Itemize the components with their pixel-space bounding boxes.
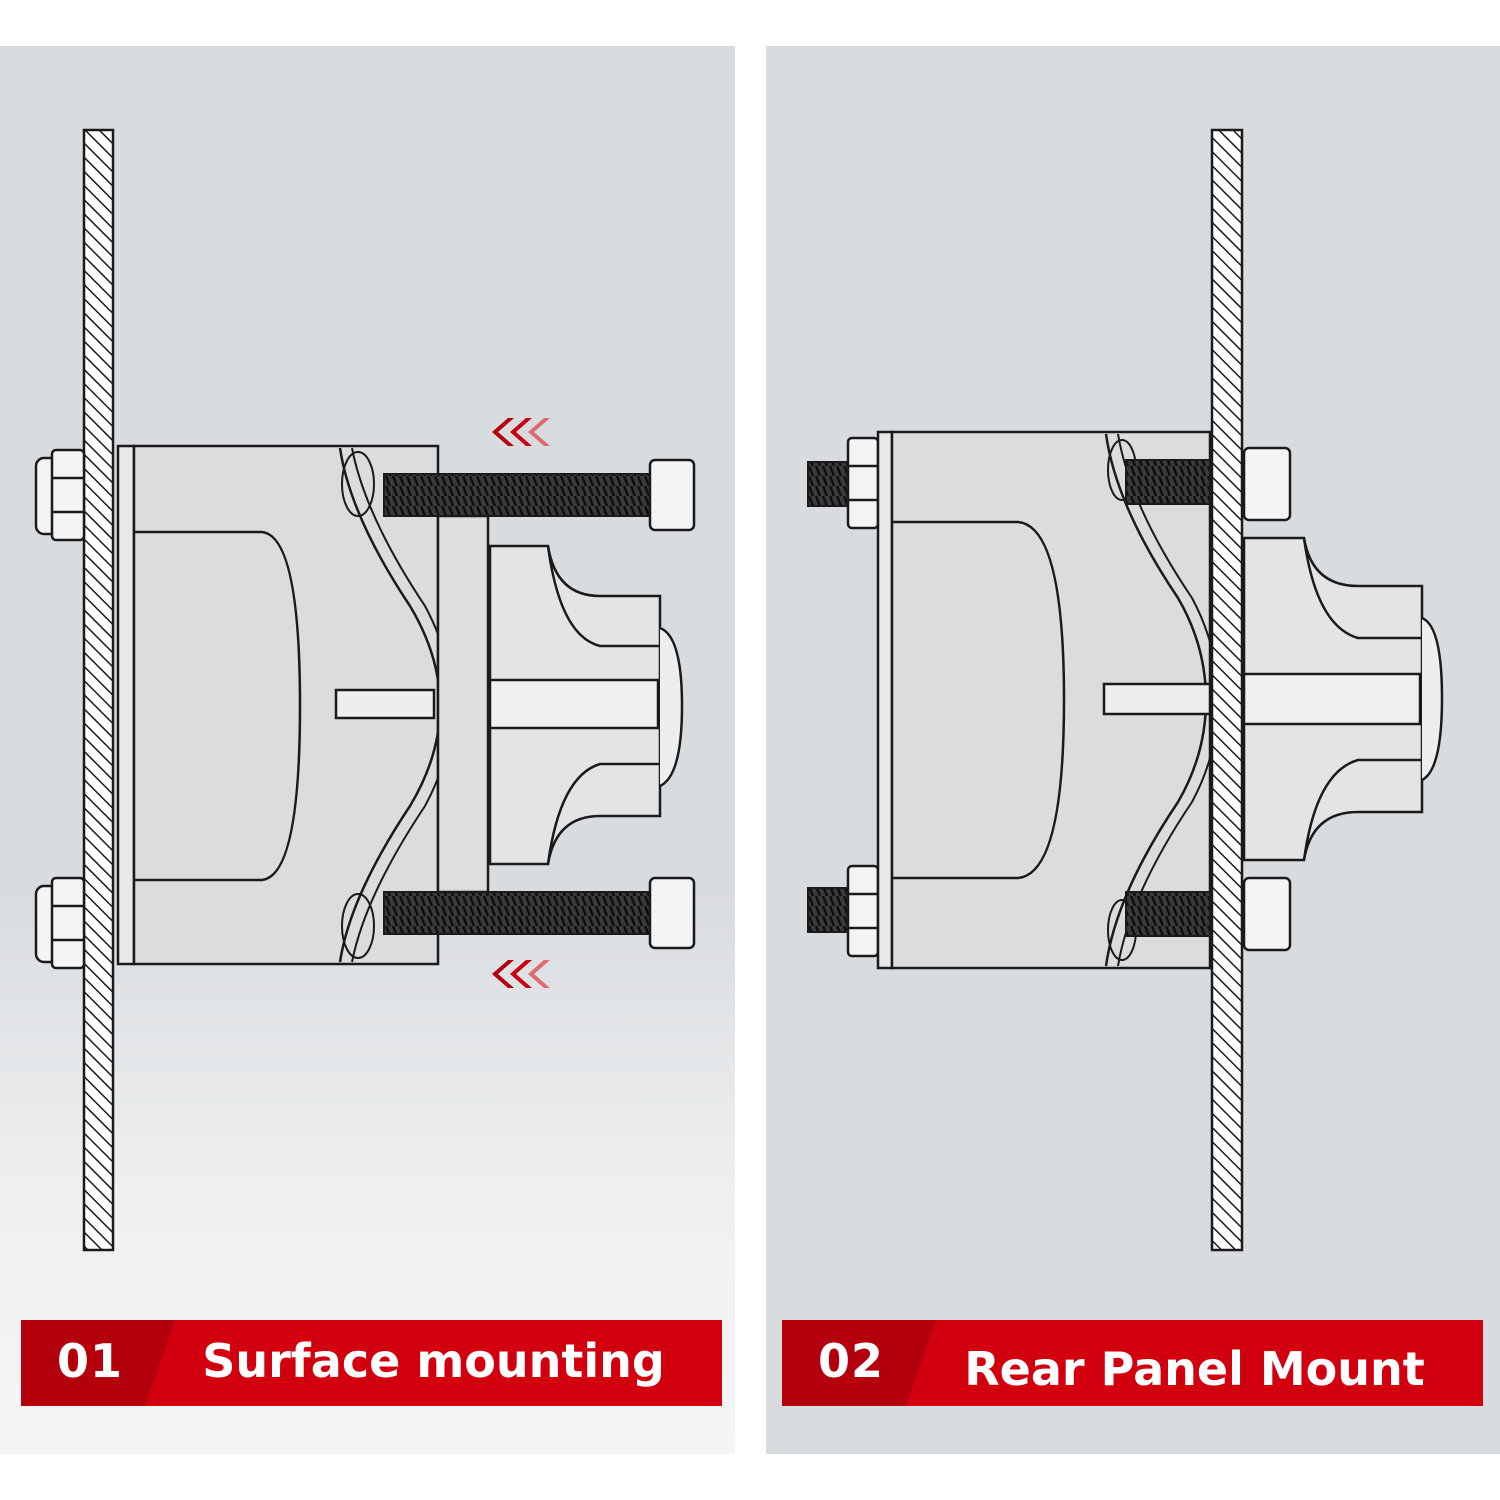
banner-title-box xyxy=(145,1320,722,1406)
flange-plate xyxy=(116,444,136,966)
step-title: Rear Panel Mount xyxy=(964,1342,1425,1396)
knob-cap xyxy=(1242,536,1444,862)
housing-cavity xyxy=(892,520,1066,880)
step-number: 01 xyxy=(57,1334,124,1388)
wall-panel xyxy=(1210,128,1244,1252)
shaft-stub xyxy=(1102,682,1212,716)
step-number: 02 xyxy=(818,1334,885,1388)
banner-surface-mounting: 01 Surface mounting xyxy=(21,1320,722,1406)
nut-top xyxy=(34,448,86,542)
nut-bottom xyxy=(846,864,880,958)
banner-number-box: 02 xyxy=(782,1320,942,1406)
bolt-head-top xyxy=(1242,446,1292,522)
bolt-top xyxy=(383,458,696,532)
banner-title-box xyxy=(906,1320,1483,1406)
shaft-stub xyxy=(334,688,436,720)
gap-panel xyxy=(436,514,490,894)
housing-cavity xyxy=(134,530,302,882)
housing-body xyxy=(132,444,440,966)
flange-plate xyxy=(876,430,894,970)
rear-mount-illustration xyxy=(807,128,1444,1252)
panel-rear-panel-mount: 02 Rear Panel Mount xyxy=(766,46,1500,1454)
panel-surface-mounting: 01 Surface mounting xyxy=(0,46,735,1454)
nut-bottom xyxy=(34,876,86,970)
wall-panel xyxy=(82,128,115,1252)
banner-rear-panel-mount: 02 Rear Panel Mount xyxy=(782,1320,1483,1406)
bolt-bottom xyxy=(383,876,696,950)
bolt-head-bottom xyxy=(1242,876,1292,952)
double-chevron-left-arrow-icon xyxy=(492,960,550,988)
double-chevron-left-arrow-icon xyxy=(492,418,550,446)
surface-mount-illustration xyxy=(34,128,696,1252)
nut-top xyxy=(846,436,880,530)
housing-body xyxy=(890,430,1212,970)
step-title: Surface mounting xyxy=(202,1334,665,1388)
knob-cap xyxy=(488,544,684,866)
